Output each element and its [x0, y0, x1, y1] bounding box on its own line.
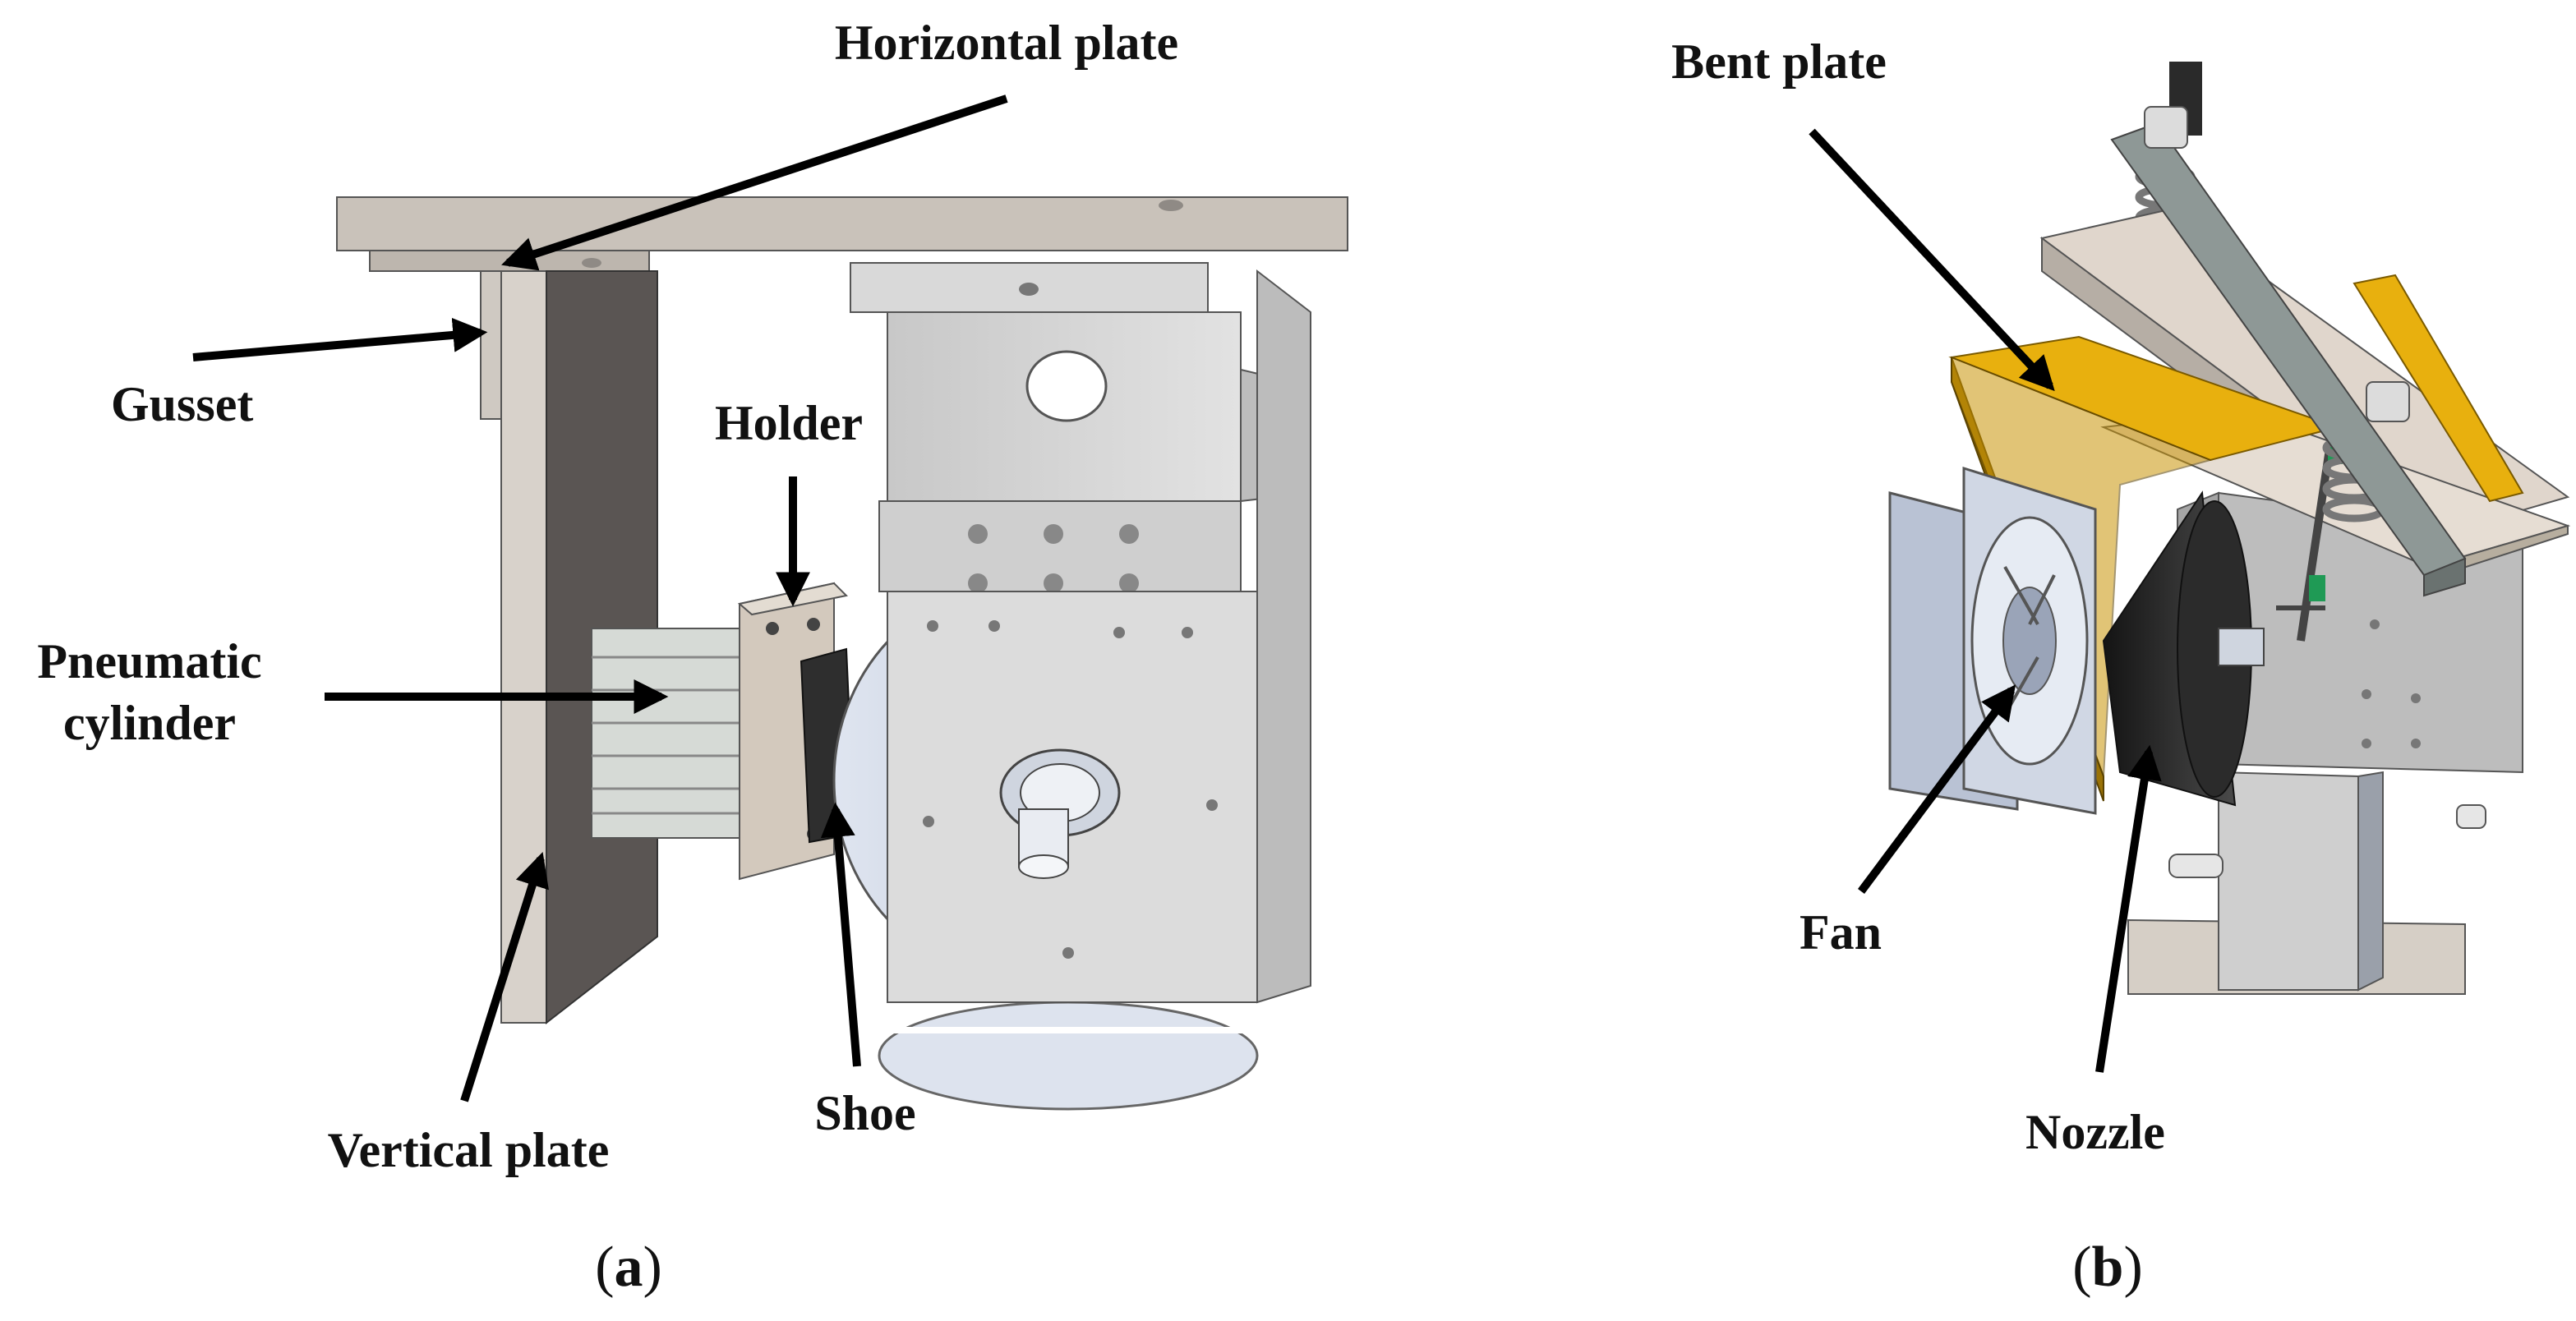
label-bent-plate: Bent plate [1671, 35, 1887, 89]
axle-shape [999, 748, 1121, 879]
nozzle-shape [2102, 490, 2265, 807]
label-nozzle: Nozzle [2025, 1105, 2165, 1159]
horizontal-plate-shape [336, 196, 1348, 251]
arrow-shoe [820, 802, 861, 1067]
gusset-shape [480, 270, 502, 420]
assembly-a-drawing [336, 196, 1348, 1111]
arrow-fan [1857, 684, 2016, 894]
label-vertical-plate: Vertical plate [328, 1123, 610, 1177]
caption-a: (a) [595, 1236, 662, 1299]
fan-shape [1888, 466, 2097, 815]
arrow-bent-plate [1809, 128, 2055, 392]
label-pneumatic-line2: cylinder [63, 696, 236, 750]
panel-b: Bent plate Fan Nozzle (b) [1671, 35, 2571, 1299]
label-gusset: Gusset [111, 377, 253, 431]
arrow-nozzle [2095, 744, 2162, 1073]
pneumatic-cylinder-shape [591, 628, 749, 839]
arrow-gusset [192, 317, 488, 361]
label-pneumatic-line1: Pneumatic [37, 634, 261, 688]
label-holder: Holder [715, 396, 863, 450]
label-horizontal-plate: Horizontal plate [835, 16, 1178, 70]
label-fan: Fan [1800, 905, 1882, 960]
assembly-b-drawing [1888, 62, 2571, 995]
arrow-horizontal-plate [501, 94, 1008, 271]
label-shoe: Shoe [814, 1086, 915, 1140]
panel-a: Horizontal plate Gusset Holder Pneumatic… [37, 16, 1348, 1299]
caption-b: (b) [2072, 1236, 2143, 1299]
arrow-vertical-plate [460, 851, 549, 1102]
